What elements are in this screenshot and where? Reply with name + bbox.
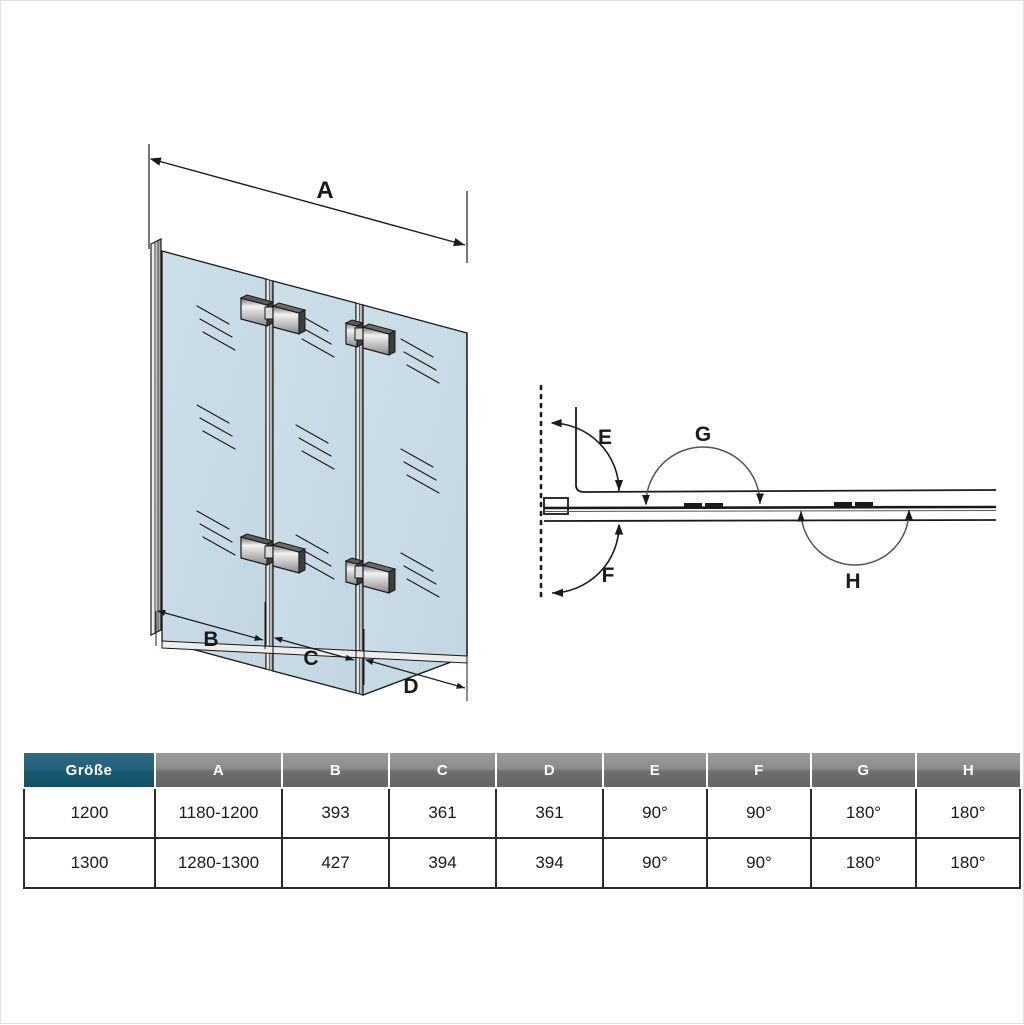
dimension-b-line [156, 609, 264, 641]
cell-h: 180° [915, 837, 1021, 889]
dimension-label-a: A [316, 177, 333, 204]
wall-profile [150, 238, 162, 636]
angle-arc-f [551, 523, 624, 597]
glass-panel-middle [272, 280, 357, 694]
cell-g: 180° [810, 787, 917, 839]
panel-opened-outline [575, 407, 997, 493]
col-header-b: B [282, 753, 390, 789]
col-header-g: G [811, 753, 917, 789]
cell-a: 1280-1300 [154, 837, 283, 889]
spec-table-container: Größe A B C D E F G H 1200 1180-1200 393… [23, 753, 1021, 889]
cell-g: 180° [810, 837, 917, 889]
cell-f: 90° [706, 787, 812, 839]
glass-panel-right [362, 304, 468, 696]
angle-arc-h [797, 509, 913, 566]
panel-joint-1 [265, 278, 274, 672]
col-header-h: H [916, 753, 1020, 789]
angle-arc-g [642, 446, 764, 506]
dimension-label-c: C [303, 647, 318, 670]
cell-h: 180° [915, 787, 1021, 839]
glass-reflection-lines-left [196, 305, 236, 556]
dimension-a-line [149, 157, 466, 247]
elevation-view: A [148, 144, 468, 701]
angle-label-e: E [598, 426, 612, 449]
angle-label-h: H [845, 570, 860, 593]
dimension-label-d: D [403, 675, 418, 698]
hinge-top-left [239, 294, 307, 335]
hinge-top-right [344, 319, 397, 356]
plan-hinge-blocks [684, 502, 873, 509]
cell-b: 393 [281, 787, 390, 839]
hinge-bottom-right [344, 557, 397, 594]
col-header-c: C [389, 753, 497, 789]
angle-arc-e [550, 418, 624, 492]
plan-view: E F G H [539, 384, 997, 603]
dimension-extension-lines-bottom [155, 602, 468, 701]
table-row: 1300 1280-1300 427 394 394 90° 90° 180° … [23, 837, 1021, 889]
cell-d: 361 [495, 787, 604, 839]
cell-f: 90° [706, 837, 812, 889]
dimension-label-b: B [203, 628, 218, 651]
panel-joint-2 [355, 302, 364, 696]
col-header-e: E [603, 753, 708, 789]
table-row: 1200 1180-1200 393 361 361 90° 90° 180° … [23, 787, 1021, 839]
angle-label-g: G [695, 423, 711, 446]
col-header-d: D [496, 753, 604, 789]
dimension-d-line [364, 658, 466, 689]
wall-bracket [543, 497, 569, 515]
cell-c: 394 [388, 837, 497, 889]
col-header-f: F [707, 753, 812, 789]
angle-label-f: F [602, 564, 615, 587]
glass-reflection-lines-right [400, 338, 440, 598]
cell-e: 90° [602, 787, 708, 839]
cell-c: 361 [388, 787, 497, 839]
col-header-size: Größe [24, 753, 156, 789]
dimension-a-extension-lines [148, 144, 468, 263]
panel-plan-lines [543, 505, 997, 522]
hinge-bottom-left [239, 533, 307, 574]
cell-size: 1200 [23, 787, 156, 839]
cell-b: 427 [281, 837, 390, 889]
cell-size: 1300 [23, 837, 156, 889]
cell-a: 1180-1200 [154, 787, 283, 839]
col-header-a: A [155, 753, 283, 789]
specification-table: Größe A B C D E F G H 1200 1180-1200 393… [23, 753, 1021, 889]
table-header-row: Größe A B C D E F G H [24, 753, 1020, 789]
cell-e: 90° [602, 837, 708, 889]
dimension-c-line [273, 636, 355, 661]
cell-d: 394 [495, 837, 604, 889]
